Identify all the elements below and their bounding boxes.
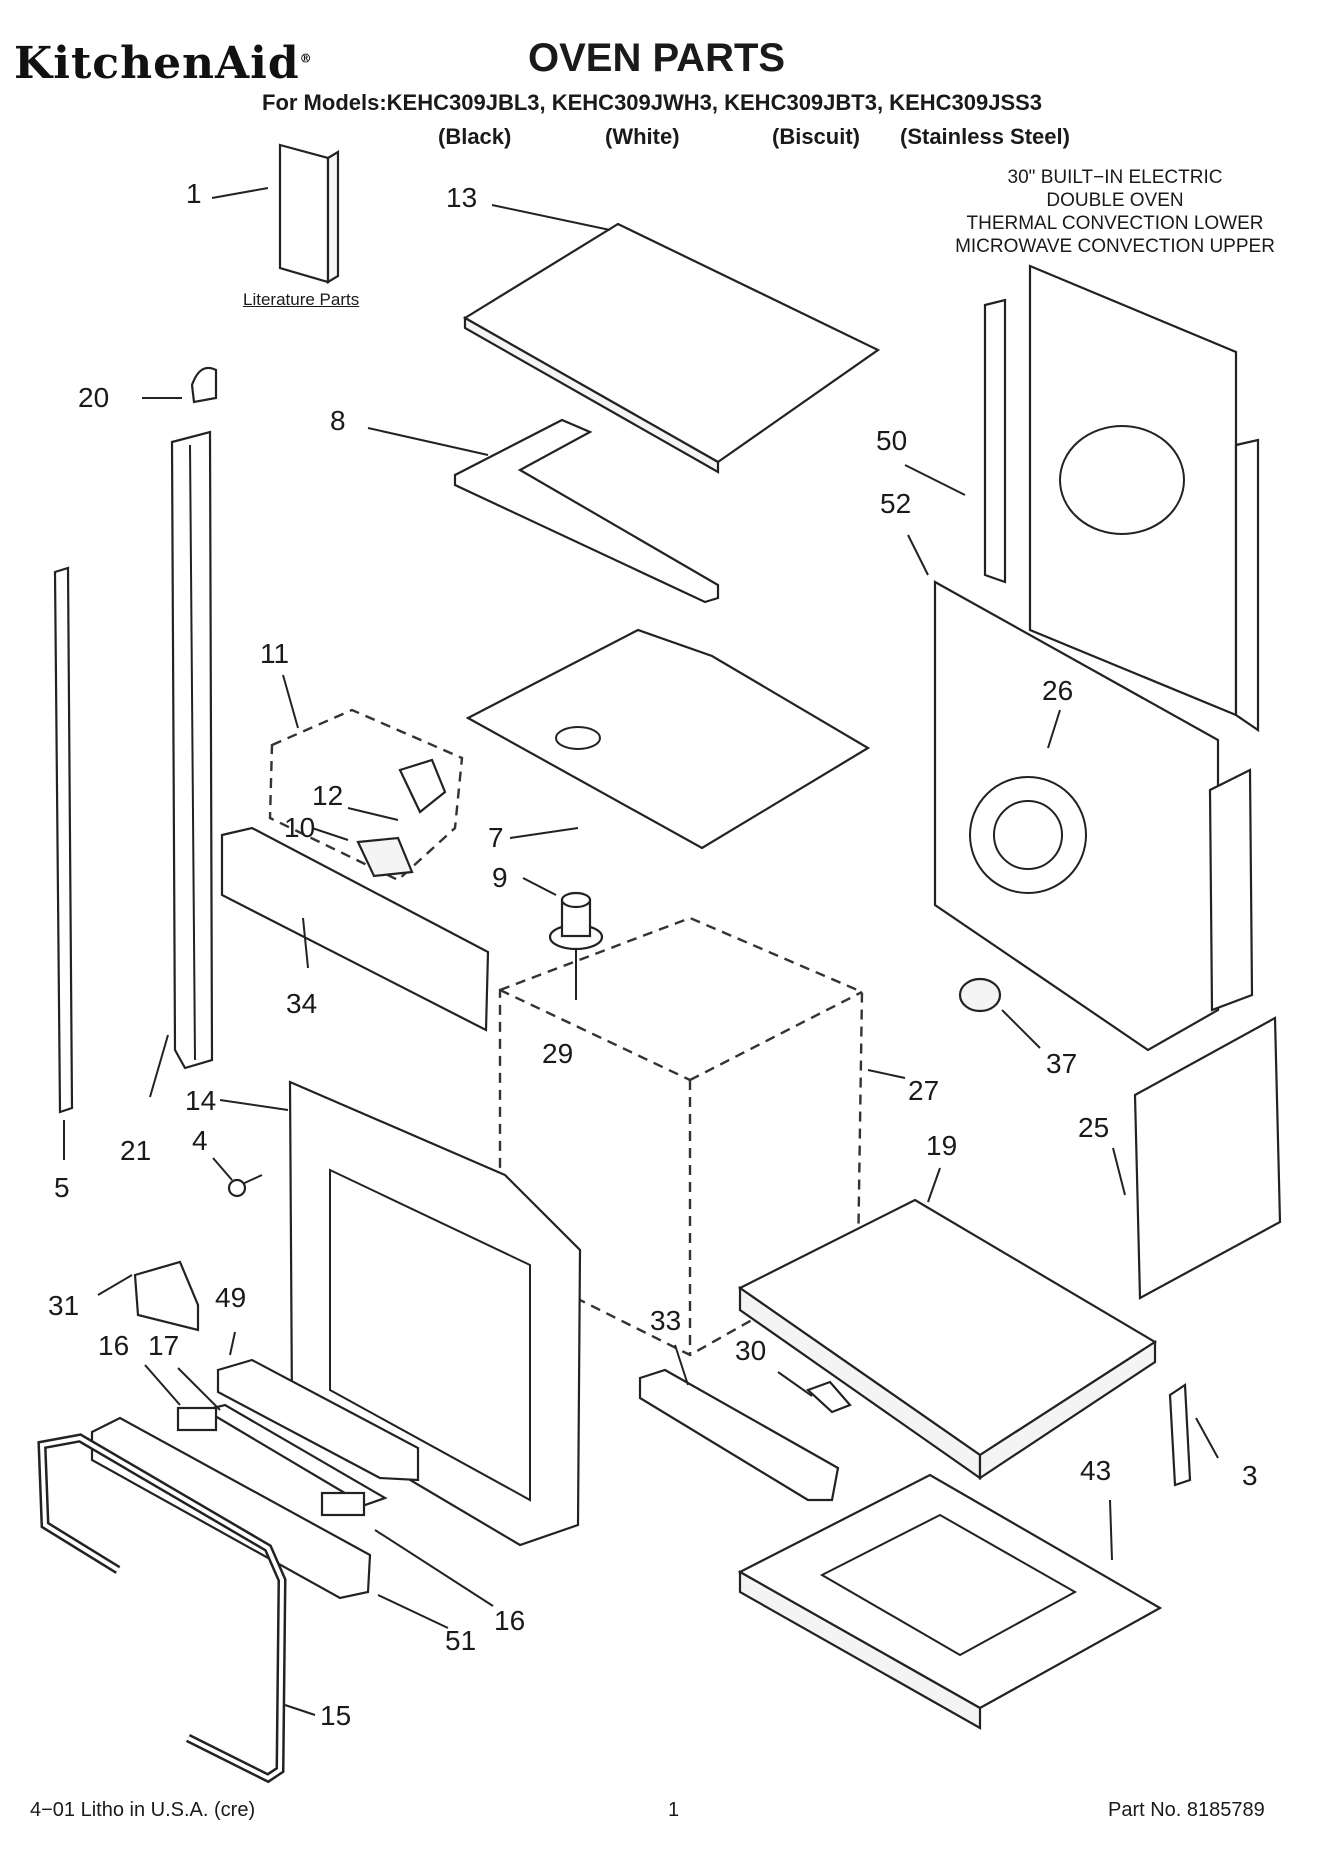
wiring-kit-outline — [268, 708, 464, 882]
callout-25: 25 — [1078, 1112, 1110, 1143]
literature-booklet — [278, 143, 340, 284]
oven-description: 30" BUILT−IN ELECTRIC DOUBLE OVEN THERMA… — [900, 166, 1330, 258]
insulation-frame — [453, 418, 720, 604]
callout-16-lower: 16 — [494, 1605, 526, 1636]
callout-7: 7 — [488, 822, 504, 853]
callout-12: 12 — [312, 780, 344, 811]
gasket-strip-17 — [202, 1403, 388, 1507]
footer-part-number: Part No. 8185789 — [1108, 1799, 1265, 1821]
callout-30: 30 — [735, 1335, 767, 1366]
support-channel-33 — [638, 1368, 840, 1502]
literature-parts-label: Literature Parts — [243, 290, 360, 309]
callout-31: 31 — [48, 1290, 80, 1321]
brand-logo: KitchenAid® — [14, 38, 313, 89]
bottom-tray — [737, 1473, 1163, 1730]
door-gasket-inner — [39, 1435, 285, 1781]
callout-20: 20 — [78, 382, 110, 413]
callout-9: 9 — [492, 862, 508, 893]
footer-page-number: 1 — [668, 1799, 680, 1821]
callout-27: 27 — [908, 1075, 940, 1106]
callout-43: 43 — [1080, 1455, 1112, 1486]
callout-17: 17 — [148, 1330, 180, 1361]
callout-50: 50 — [876, 425, 908, 456]
screw — [227, 1174, 263, 1198]
description-line: THERMAL CONVECTION LOWER — [966, 213, 1264, 234]
insulation-block — [133, 1260, 200, 1332]
description-line: 30" BUILT−IN ELECTRIC — [1007, 167, 1223, 188]
callout-19: 19 — [926, 1130, 958, 1161]
color-biscuit: (Biscuit) — [772, 124, 860, 149]
top-insulation-panel — [462, 222, 881, 464]
brand-name: KitchenAid — [14, 38, 300, 89]
vertical-trim-strip — [53, 566, 74, 1114]
callout-5: 5 — [54, 1172, 70, 1203]
trim-strip-49 — [216, 1358, 420, 1482]
callout-26: 26 — [1042, 675, 1074, 706]
callout-10: 10 — [284, 812, 316, 843]
callout-11: 11 — [260, 638, 290, 669]
side-panel — [1133, 1016, 1282, 1300]
trim-cap — [190, 366, 218, 404]
top-cover-hole — [555, 726, 601, 750]
color-stainless: (Stainless Steel) — [900, 124, 1070, 149]
bottom-box — [737, 1198, 1158, 1481]
description-line: DOUBLE OVEN — [1046, 190, 1184, 211]
thermal-cutout — [958, 977, 1002, 1013]
callout-1: 1 — [186, 178, 202, 209]
lamp-lens — [356, 836, 414, 878]
leader-lines — [63, 187, 1219, 1716]
callout-15: 15 — [320, 1700, 352, 1731]
wiring-bracket — [398, 758, 447, 814]
color-black: (Black) — [438, 124, 512, 149]
callout-51: 51 — [445, 1625, 477, 1656]
description-line: MICROWAVE CONVECTION UPPER — [955, 236, 1275, 257]
spacer-block-16-top — [176, 1406, 218, 1432]
callout-13: 13 — [446, 182, 478, 213]
callout-14: 14 — [185, 1085, 217, 1116]
page-title: OVEN PARTS — [528, 36, 786, 80]
callout-33: 33 — [650, 1305, 682, 1336]
callout-49: 49 — [215, 1282, 247, 1313]
footer-litho: 4−01 Litho in U.S.A. (cre) — [30, 1799, 256, 1821]
registered-mark: ® — [299, 51, 313, 66]
top-panel-edge — [463, 316, 720, 474]
callout-4: 4 — [192, 1125, 208, 1156]
callout-37: 37 — [1046, 1048, 1078, 1079]
spacer-block-16-bottom — [320, 1491, 366, 1517]
vent-grille — [220, 826, 490, 1032]
back-panel — [983, 264, 1260, 733]
callout-3: 3 — [1242, 1460, 1258, 1491]
bracket-30 — [805, 1380, 852, 1414]
rear-fan-panel — [933, 580, 1254, 1052]
bottom-trim-51 — [90, 1416, 372, 1600]
callout-34: 34 — [286, 988, 318, 1019]
top-cover — [465, 628, 871, 850]
thermostat-knob — [548, 891, 604, 951]
models-line: For Models:KEHC309JBL3, KEHC309JWH3, KEH… — [262, 90, 1043, 115]
color-white: (White) — [605, 124, 680, 149]
callout-8: 8 — [330, 405, 346, 436]
callout-29: 29 — [542, 1038, 574, 1069]
callout-21: 21 — [120, 1135, 152, 1166]
callout-52: 52 — [880, 488, 912, 519]
bracket-3 — [1168, 1383, 1192, 1487]
callout-16-upper: 16 — [98, 1330, 130, 1361]
